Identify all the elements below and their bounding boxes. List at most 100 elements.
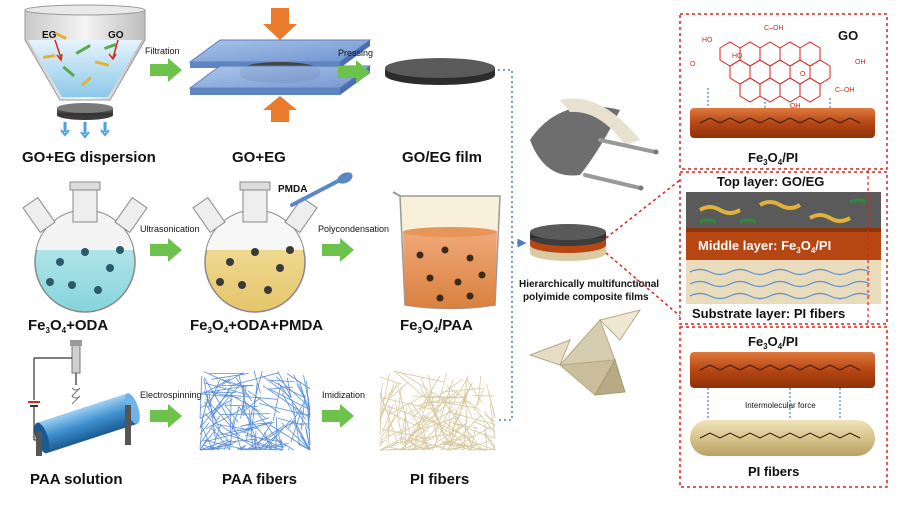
fiber-strand <box>486 383 496 418</box>
chem-oh-1: OH <box>855 59 866 66</box>
fiber-strand <box>459 388 469 412</box>
fiber-strand <box>201 443 233 451</box>
chem-ho-1: HO <box>702 37 713 44</box>
fiber-strand <box>307 405 311 444</box>
fiber-strand <box>277 371 292 398</box>
step-imidization: Imidization <box>322 390 365 400</box>
fiber-strand <box>411 403 429 418</box>
fiber-strand <box>382 403 394 433</box>
intermolecular-label: Intermolecular force <box>745 401 816 410</box>
beaker-illustration <box>392 191 501 310</box>
fiber-strand <box>254 421 273 451</box>
fiber-strand <box>205 406 246 430</box>
step-pressing: Pressing <box>338 48 373 58</box>
fiber-strand <box>237 448 284 451</box>
fe-pi-band-top <box>690 108 875 138</box>
fiber-strand <box>409 437 434 451</box>
fiber-strand <box>270 379 295 383</box>
fiber-strand <box>470 426 477 451</box>
fiber-strand <box>232 405 240 430</box>
fiber-strand <box>440 423 466 451</box>
tag-pmda: PMDA <box>278 184 307 195</box>
step-electrospinning: Electrospinning <box>140 390 202 400</box>
fiber-strand <box>223 394 278 400</box>
fiber-strand <box>257 412 284 449</box>
fiber-strand <box>293 374 306 399</box>
fiber-strand <box>219 424 259 451</box>
pi-fiber-tube <box>690 420 875 456</box>
bracket-bottom <box>605 252 681 317</box>
fiber-strand <box>204 412 230 443</box>
fiber-strand <box>379 382 384 399</box>
fiber-strand <box>217 422 275 436</box>
fiber-strand <box>410 401 428 426</box>
fiber-strand <box>417 438 431 451</box>
fiber-strand <box>211 373 249 380</box>
fiber-strand <box>383 404 436 424</box>
fiber-strand <box>223 441 228 451</box>
fiber-strand <box>207 391 237 394</box>
fiber-strand <box>379 391 382 436</box>
fiber-strand <box>390 381 409 398</box>
fiber-strand <box>294 408 311 431</box>
step-polycondensation: Polycondensation <box>318 224 389 234</box>
fiber-strand <box>204 393 229 397</box>
fiber-strand <box>238 374 248 409</box>
fiber-strand <box>434 372 448 418</box>
fiber-strand <box>262 385 310 418</box>
panel-go-fepi <box>679 13 888 170</box>
fiber-strand <box>396 419 425 436</box>
fiber-strand <box>442 387 485 393</box>
fiber-strand <box>199 375 203 419</box>
arrow-pressing <box>338 60 370 84</box>
fiber-strand <box>379 448 414 451</box>
center-caption-line1: Hierarchically multifunctional <box>519 279 659 290</box>
fiber-strand <box>399 407 408 445</box>
connector-to-center <box>498 69 513 421</box>
row2-stage1-label: Fe3O4+ODA <box>28 317 108 335</box>
step-filtration: Filtration <box>145 46 180 56</box>
pi-fibers-illustration <box>379 370 496 451</box>
row3-stage3-label: PI fibers <box>410 471 469 488</box>
fiber-strand <box>420 418 446 445</box>
fiber-strand <box>240 397 261 414</box>
fiber-strand <box>447 402 475 409</box>
fiber-strand <box>221 378 245 388</box>
fiber-strand <box>473 389 485 411</box>
paa-fibers-illustration <box>199 370 311 451</box>
fiber-strand <box>387 405 390 444</box>
fiber-strand <box>254 431 257 451</box>
fiber-strand <box>264 420 295 441</box>
fiber-strand <box>379 444 396 451</box>
funnel-illustration <box>24 4 146 139</box>
fiber-strand <box>207 379 221 408</box>
flexible-film-illustration <box>530 98 659 191</box>
fiber-strand <box>444 377 469 419</box>
fiber-strand <box>418 392 460 431</box>
fiber-strand <box>281 422 311 450</box>
fiber-strand <box>408 437 450 451</box>
fiber-strand <box>300 394 306 431</box>
fiber-strand <box>399 371 448 403</box>
chem-cooh-1: C–OH <box>764 25 783 32</box>
fiber-strand <box>288 401 305 429</box>
row1-stage2-label: GO+EG <box>232 149 286 166</box>
fiber-strand <box>446 414 483 451</box>
fiber-strand <box>237 444 247 451</box>
layer-middle-label: Middle layer: Fe3O4/PI <box>698 238 831 255</box>
fiber-strand <box>473 420 493 431</box>
composite-film-disk-illustration <box>530 224 606 261</box>
fe-pi-top-label: Fe3O4/PI <box>748 150 798 167</box>
step-ultrasonication: Ultrasonication <box>140 224 200 234</box>
fiber-strand <box>459 439 493 451</box>
fiber-strand <box>199 390 230 429</box>
fiber-strand <box>440 398 477 443</box>
fiber-strand <box>205 398 241 437</box>
fiber-strand <box>303 375 311 410</box>
fiber-strand <box>419 375 441 410</box>
fiber-strand <box>220 413 271 416</box>
arrow-ultrasonication <box>150 238 182 262</box>
arrow-filtration <box>150 58 182 82</box>
chem-ho-2: HO <box>732 53 743 60</box>
